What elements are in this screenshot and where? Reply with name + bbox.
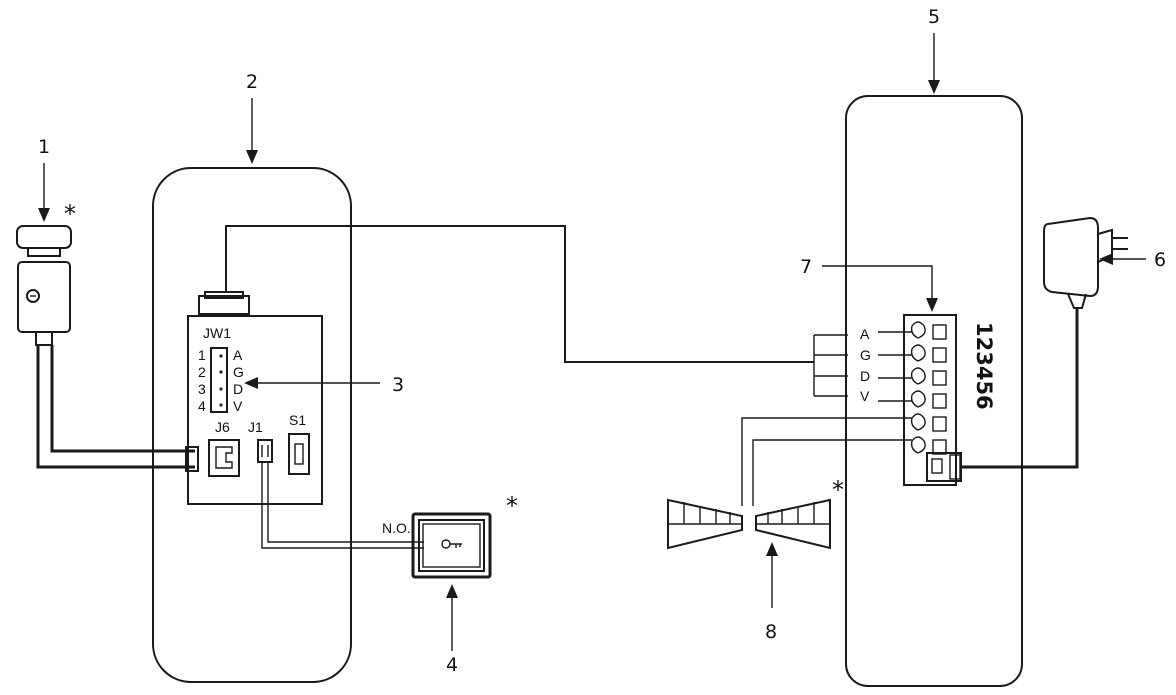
terminal-digits: 123456 [972,322,996,410]
pin-letter-g: G [233,364,244,380]
no-contact-label: N.O. [382,520,411,536]
optional-mark-exit-button: * [506,492,518,520]
power-adapter-icon [1043,216,1128,309]
j6-label: J6 [215,419,230,435]
pin-letter-d: D [233,381,243,397]
callout-7: 7 [800,256,812,278]
j1-connector [257,439,273,463]
pin-letter-v: V [233,398,243,414]
callout-3: 3 [392,374,404,396]
optional-mark-camera: * [64,200,76,228]
exit-button [411,512,492,579]
j6-connector [208,439,240,477]
indoor-monitor [845,95,1023,687]
pin-number-4: 4 [198,398,206,414]
optional-mark-gate-motor: * [832,476,844,504]
terminal-label-v: V [860,388,870,404]
terminal-label-g: G [860,347,871,363]
camera-icon [16,225,72,346]
j1-label: J1 [248,419,263,435]
terminal-label-a: A [860,326,870,342]
callout-2: 2 [246,71,258,93]
callout-1: 1 [38,136,50,158]
pin-number-2: 2 [198,364,206,380]
outdoor-board [187,315,323,505]
terminal-block [903,314,957,486]
callout-arrows [38,33,1146,651]
terminal-screws [910,321,947,455]
callout-5: 5 [928,6,940,28]
s1-label: S1 [289,412,306,428]
gate-motor-icon [667,498,831,550]
key-icon [441,539,462,549]
pin-number-1: 1 [198,347,206,363]
pin-letter-a: A [233,347,243,363]
pin-number-3: 3 [198,381,206,397]
callout-8: 8 [765,621,777,643]
s1-switch [288,433,310,475]
jw1-label: JW1 [203,325,231,341]
jw1-connector [210,347,228,413]
callout-4: 4 [446,654,458,676]
terminal-label-d: D [860,368,870,384]
outdoor-panel [152,167,352,683]
callout-6: 6 [1154,249,1166,271]
